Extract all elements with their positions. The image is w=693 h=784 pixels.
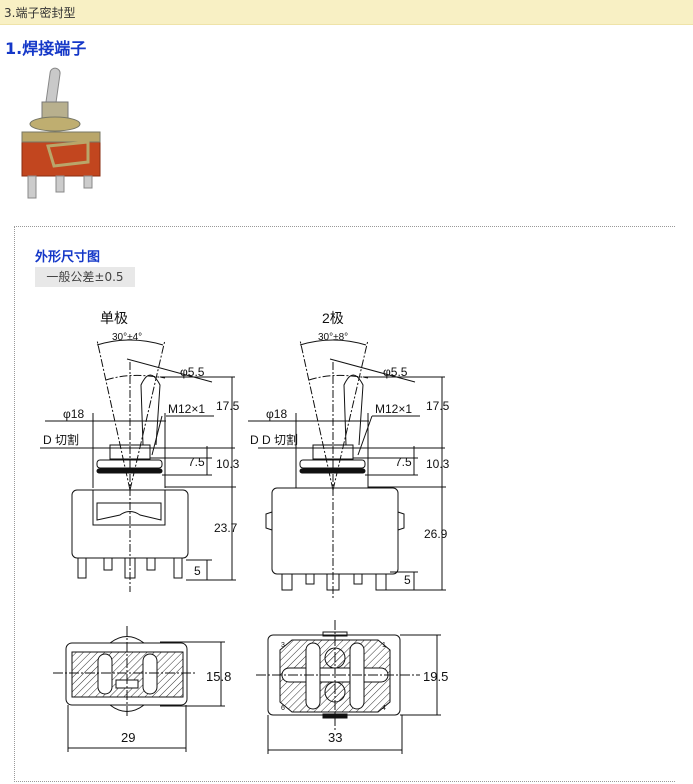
double-pole-dim-thread: 7.5: [395, 455, 412, 469]
drawing-stroke: [332, 339, 369, 491]
drawing-stroke: [103, 557, 113, 571]
single-pole-angle: 30°±4°: [112, 332, 142, 343]
drawing-stroke: [305, 642, 321, 710]
double-pole-thread: M12×1: [375, 402, 412, 416]
single-pole-bottom-view: 15.8 29: [53, 626, 231, 752]
drawing-stroke: [96, 459, 163, 469]
single-pole-dim-terminal: 5: [194, 564, 201, 578]
tolerance-badge: 一般公差±0.5: [35, 267, 135, 287]
single-pole-bottom-width: 29: [121, 730, 135, 745]
section-header-bar: 3.端子密封型: [0, 0, 693, 25]
single-pole-thread: M12×1: [168, 402, 205, 416]
single-pole-lever-dia: φ5.5: [180, 365, 205, 379]
drawing-stroke: [96, 339, 164, 346]
dimension-panel: [14, 226, 675, 782]
drawing-stroke: [124, 557, 136, 579]
drawing-stroke: [109, 636, 145, 644]
single-pole-dim-thread: 7.5: [188, 455, 205, 469]
double-pole-dim-terminal: 5: [404, 573, 411, 587]
double-pole-dim-bushing: 10.3: [426, 457, 450, 471]
drawing-stroke: [129, 339, 166, 491]
drawing-stroke: [299, 339, 367, 346]
drawing-stroke: [375, 573, 387, 591]
drawing-stroke: [140, 374, 161, 446]
double-pole-d-cut: D 切割: [262, 432, 298, 447]
single-pole-dim-lever: 17.5: [216, 399, 240, 413]
double-pole-dim-lever: 17.5: [426, 399, 450, 413]
drawing-stroke: [299, 459, 366, 469]
double-pole-bottom-height: 19.5: [423, 669, 448, 684]
terminal-number-4: 4: [382, 705, 386, 712]
drawing-stroke: [305, 573, 315, 585]
double-pole-bottom-view: 1 3 4 6 19.5 33: [256, 620, 448, 754]
single-pole-d-label: D: [250, 433, 259, 447]
terminal-number-3: 3: [281, 642, 285, 649]
single-pole-bushing-dia: φ18: [63, 407, 84, 421]
drawing-stroke: [343, 374, 364, 446]
drawing-stroke: [109, 444, 151, 460]
drawing-stroke: [312, 444, 354, 460]
drawing-stroke: [96, 339, 131, 491]
double-pole-lever-dia: φ5.5: [383, 365, 408, 379]
page-title: 1.焊接端子: [5, 39, 87, 58]
drawing-stroke: [92, 490, 166, 526]
drawing-stroke: [173, 557, 183, 579]
double-pole-bottom-width: 33: [328, 730, 342, 745]
drawing-stroke: [142, 653, 158, 695]
double-pole-angle: 30°±8°: [318, 332, 348, 343]
drawing-stroke: [299, 468, 366, 474]
terminal-number-6: 6: [281, 705, 285, 712]
drawing-stroke: [329, 358, 416, 383]
drawing-stroke: [281, 573, 293, 591]
drawing-stroke: [353, 573, 363, 585]
terminal-number-1: 1: [382, 642, 386, 649]
drawing-stroke: [126, 358, 213, 383]
drawing-stroke: [96, 502, 162, 521]
section-header: 3.端子密封型: [4, 6, 76, 20]
dimension-title: 外形尺寸图: [35, 250, 101, 265]
drawing-stroke: [105, 374, 166, 381]
single-pole-dim-bushing: 10.3: [216, 457, 240, 471]
single-pole-bottom-height: 15.8: [206, 669, 231, 684]
drawing-stroke: [349, 642, 365, 710]
drawing-stroke: [151, 415, 163, 456]
drawing-stroke: [271, 487, 399, 575]
single-pole-d-cut: D 切割: [43, 432, 79, 447]
drawing-stroke: [308, 374, 369, 381]
drawing-stroke: [96, 468, 163, 474]
double-pole-bushing-dia: φ18: [266, 407, 287, 421]
double-pole-label: 2极: [322, 310, 344, 326]
single-pole-label: 单极: [100, 310, 128, 326]
drawing-stroke: [299, 339, 334, 491]
double-pole-side-view: 2极 30°±8° φ5.5 φ18 M12×1 D 切割 7.5 17.5 1…: [248, 310, 450, 598]
drawing-stroke: [265, 511, 405, 531]
single-pole-side-view: 单极 30°±4° φ5.5 φ18 M12×1 D 切割 D 7.5 17.5…: [40, 310, 259, 592]
drawing-stroke: [146, 557, 156, 571]
drawing-stroke: [97, 653, 113, 695]
single-pole-dim-body: 23.7: [214, 521, 238, 535]
double-pole-dim-body: 26.9: [424, 527, 448, 541]
drawing-stroke: [77, 557, 87, 579]
drawing-stroke: [326, 573, 340, 591]
product-photo: [21, 67, 101, 199]
